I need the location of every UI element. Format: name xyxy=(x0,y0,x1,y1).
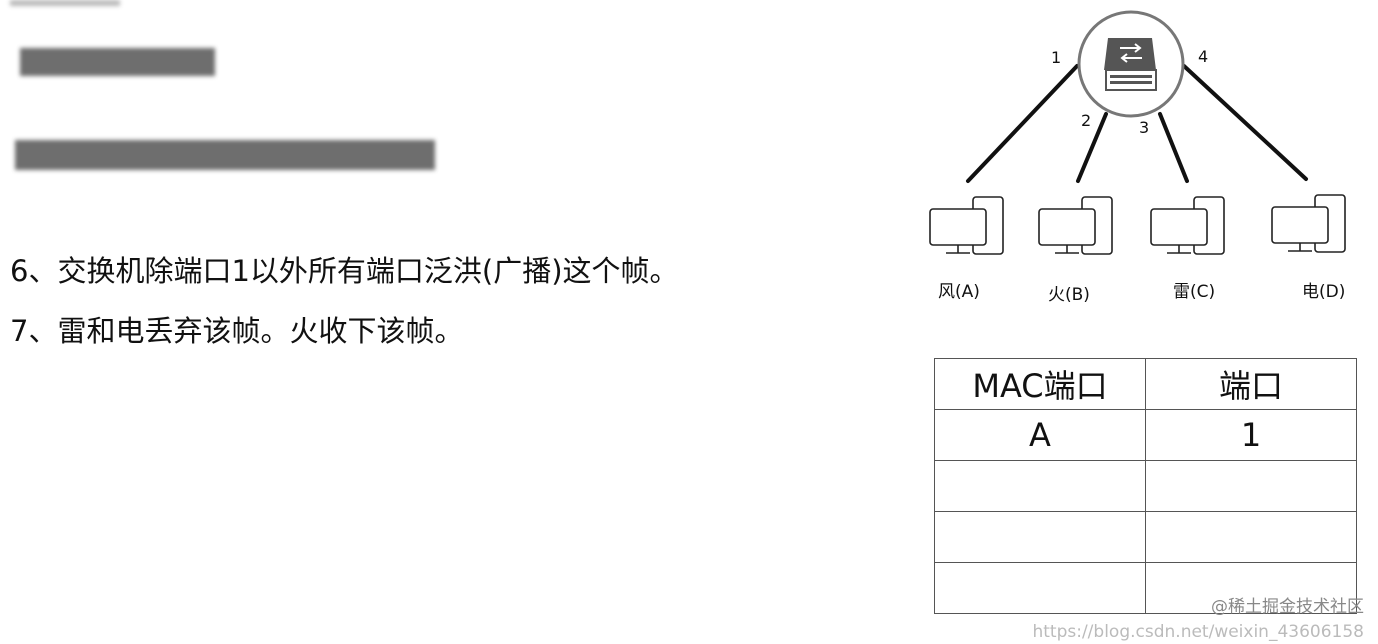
step-6-text: 6、交换机除端口1以外所有端口泛洪(广播)这个帧。 xyxy=(10,254,679,288)
table-row xyxy=(934,460,1357,512)
header-port: 端口 xyxy=(1145,358,1357,410)
computer-icon xyxy=(1150,196,1225,255)
cell-mac xyxy=(934,562,1146,614)
cell-mac xyxy=(934,511,1146,563)
table-header-row: MAC端口 端口 xyxy=(934,358,1357,410)
network-switch-icon xyxy=(1104,38,1157,91)
cell-port xyxy=(1145,562,1357,614)
step-7-text: 7、雷和电丢弃该帧。火收下该帧。 xyxy=(10,314,464,348)
table-row xyxy=(934,511,1357,563)
link-port-1 xyxy=(966,64,1079,183)
port-label-2: 2 xyxy=(1081,111,1091,130)
host-label-c: 雷(C) xyxy=(1173,282,1216,302)
table-row xyxy=(934,562,1357,614)
cell-mac xyxy=(934,460,1146,512)
header-mac: MAC端口 xyxy=(934,358,1146,410)
host-label-d: 电(D) xyxy=(1302,282,1346,302)
computer-icon xyxy=(929,196,1004,255)
link-port-2 xyxy=(1076,112,1108,183)
port-label-4: 4 xyxy=(1198,47,1208,66)
cell-port xyxy=(1145,460,1357,512)
link-port-3 xyxy=(1158,112,1189,183)
blurred-heading xyxy=(15,140,435,170)
computer-icon xyxy=(1038,196,1113,255)
computer-icon xyxy=(1271,194,1346,253)
port-label-1: 1 xyxy=(1051,48,1061,67)
cell-port xyxy=(1145,511,1357,563)
blurred-heading xyxy=(10,0,120,6)
blurred-heading xyxy=(20,48,215,76)
watermark-url: https://blog.csdn.net/weixin_43606158 xyxy=(1032,622,1364,642)
host-label-a: 风(A) xyxy=(938,282,980,302)
cell-mac: A xyxy=(934,409,1146,461)
port-label-3: 3 xyxy=(1139,118,1149,137)
host-label-b: 火(B) xyxy=(1048,285,1090,305)
cell-port: 1 xyxy=(1145,409,1357,461)
watermark: @稀土掘金技术社区 xyxy=(1211,597,1364,617)
link-port-4 xyxy=(1182,64,1308,181)
